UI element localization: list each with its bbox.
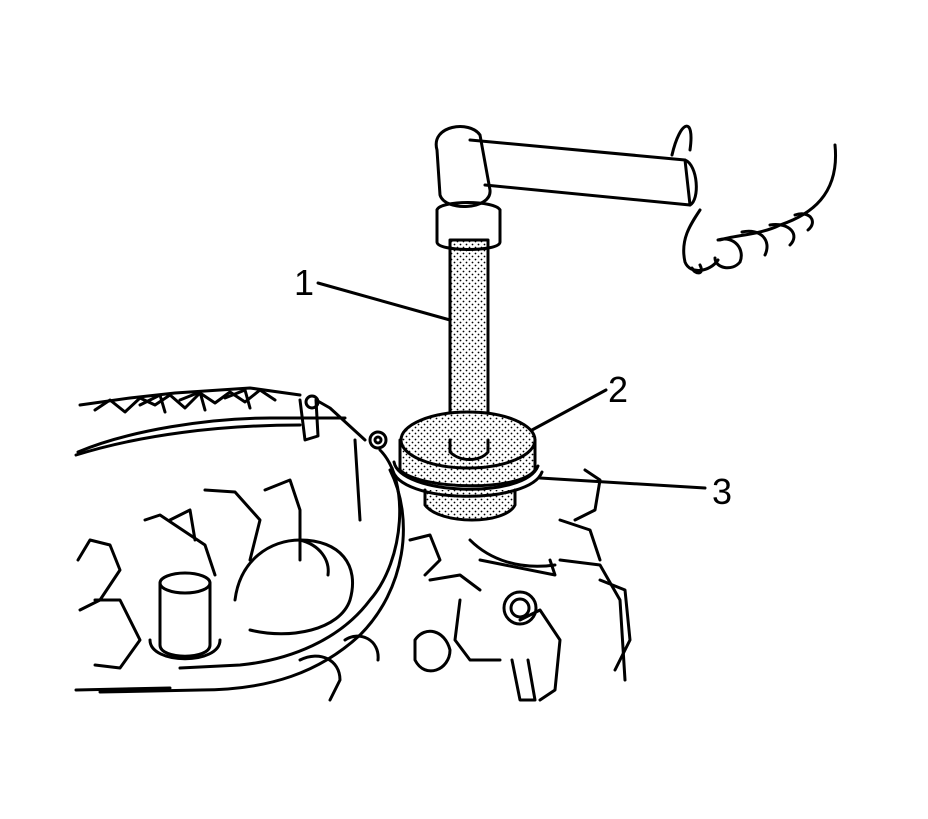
leader-line-2 xyxy=(530,388,608,432)
leader-line-3 xyxy=(538,476,707,490)
transmission-case xyxy=(74,386,632,702)
callout-3: 3 xyxy=(712,471,733,512)
bolt-head xyxy=(304,394,388,450)
leader-line-1 xyxy=(316,281,452,322)
seal xyxy=(390,460,544,498)
seal-installer xyxy=(398,410,537,522)
servo-dome xyxy=(233,538,355,636)
accumulator-piston xyxy=(148,571,222,661)
fitting-ring xyxy=(502,590,538,702)
callout-2: 2 xyxy=(608,369,629,410)
callout-1: 1 xyxy=(294,262,315,303)
hammer-head xyxy=(468,138,698,207)
hand xyxy=(670,124,838,275)
leader-lines xyxy=(316,281,707,490)
handle-cap xyxy=(434,125,502,251)
